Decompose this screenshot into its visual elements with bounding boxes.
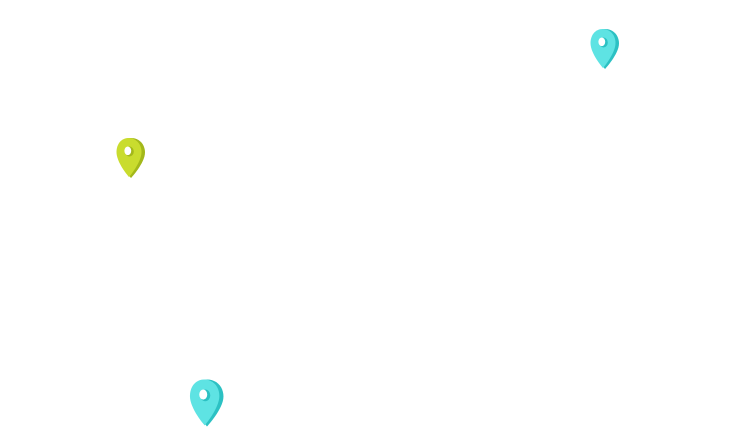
map-pin-icon[interactable] [187,376,227,430]
map-pin-icon[interactable] [588,27,622,71]
map-pin-icon[interactable] [114,136,148,180]
